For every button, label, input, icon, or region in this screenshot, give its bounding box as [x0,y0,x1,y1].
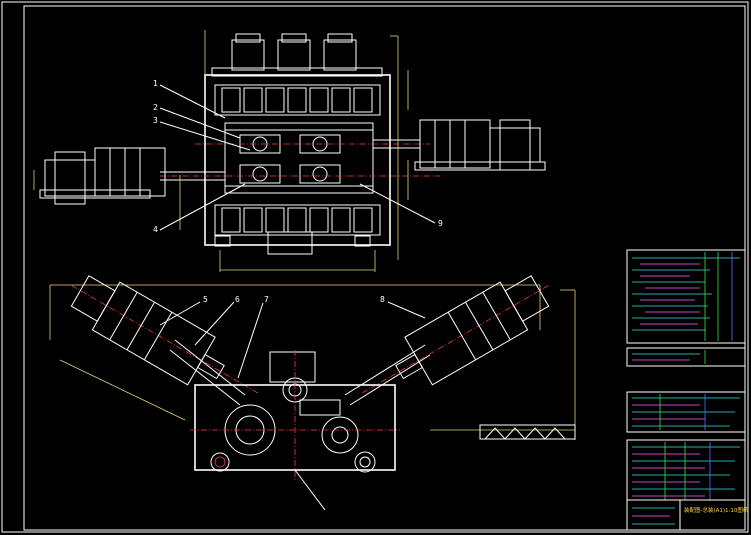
middle-table [626,347,746,367]
callout-3: 3 [153,116,158,125]
top-view-leaders [159,84,436,231]
top-view-dimensions [33,30,409,272]
callout-8: 8 [380,295,385,304]
top-view: 1 2 3 4 9 [33,30,546,272]
right-base-piece [479,424,576,440]
middle-roll-stands [224,122,374,194]
upper-roll-blocks [221,87,373,113]
callout-1: 1 [153,79,158,88]
title-block: 装配图-总装(A1)1:10图纸 [626,439,749,531]
callout-9: 9 [438,219,443,228]
technical-requirements-table [626,249,746,344]
left-arm-assembly [70,275,259,394]
callout-4: 4 [153,225,158,234]
lower-roll-blocks [221,207,373,233]
right-drive-motor [414,119,546,171]
callout-5: 5 [203,295,208,304]
front-view-leaders [159,301,426,511]
top-motors [211,33,383,77]
drawing-title: 装配图-总装(A1)1:10图纸 [684,506,749,514]
callout-7: 7 [264,295,269,304]
callout-6: 6 [235,295,240,304]
right-arm-assembly [361,275,550,394]
front-view: 5 6 7 8 [49,275,576,511]
left-drive-motor [39,147,166,205]
parts-list-table [626,391,746,433]
callout-2: 2 [153,103,158,112]
